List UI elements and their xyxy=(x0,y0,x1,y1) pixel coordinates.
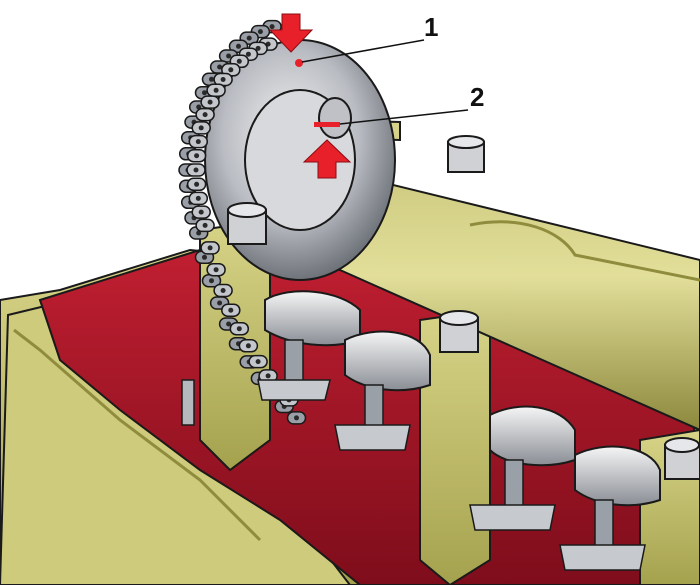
chain-pin xyxy=(195,139,201,145)
chain-pin xyxy=(236,326,242,332)
chain-pin xyxy=(228,307,234,313)
nut xyxy=(439,310,479,353)
rocker-arm xyxy=(469,405,576,531)
chain-pin xyxy=(245,343,251,349)
chain-pin xyxy=(198,209,204,215)
stud xyxy=(181,379,195,426)
callout-leader-1 xyxy=(301,39,425,63)
chain-pin xyxy=(294,415,299,421)
chain-pin xyxy=(265,373,271,379)
nut xyxy=(664,437,700,480)
chain-pin xyxy=(207,245,213,251)
chain-pin xyxy=(269,24,275,30)
nut xyxy=(447,135,485,173)
nut xyxy=(227,202,267,245)
rocker-arm-assembly xyxy=(257,290,661,571)
callout-leader-2 xyxy=(339,109,469,125)
timing-mark-sprocket xyxy=(295,59,303,67)
chain-pin xyxy=(213,87,219,93)
chain-pin xyxy=(202,112,208,118)
chain-pin xyxy=(194,153,200,159)
chain-pin xyxy=(226,321,232,327)
chain-pin xyxy=(195,195,201,201)
chain-pin xyxy=(194,181,200,187)
timing-mark-housing xyxy=(314,122,340,127)
chain-pin xyxy=(220,288,226,293)
chain-pin xyxy=(217,300,223,306)
bearing-cap-nuts xyxy=(181,135,700,480)
chain-pin xyxy=(228,67,234,73)
chain-pin xyxy=(255,45,261,51)
chain-pin xyxy=(255,359,261,365)
arrow-down-icon xyxy=(268,13,314,53)
chain-pin xyxy=(236,43,241,49)
chain-pin xyxy=(202,222,208,228)
chain-pin xyxy=(207,99,213,105)
callout-label-2: 2 xyxy=(470,82,484,112)
chain-pin xyxy=(193,167,199,173)
chain-pin xyxy=(213,267,219,273)
chain-pin xyxy=(198,125,204,131)
chain-pin xyxy=(209,76,214,82)
chain-pin xyxy=(202,90,207,96)
chain-pin xyxy=(226,53,232,59)
chain-pin xyxy=(245,51,251,57)
callout-label-1: 1 xyxy=(424,12,438,42)
chain-pin xyxy=(246,35,252,41)
rocker-arm xyxy=(257,290,361,401)
arrow-up-icon xyxy=(302,139,352,179)
chain-pin xyxy=(209,278,214,284)
chain-pin xyxy=(257,29,263,35)
rocker-arm xyxy=(334,330,431,451)
rocker-arm xyxy=(559,445,661,571)
chain-pin xyxy=(217,64,223,70)
chain-pin xyxy=(220,77,226,82)
chain-pin xyxy=(202,254,207,260)
chain-pin xyxy=(236,58,242,64)
